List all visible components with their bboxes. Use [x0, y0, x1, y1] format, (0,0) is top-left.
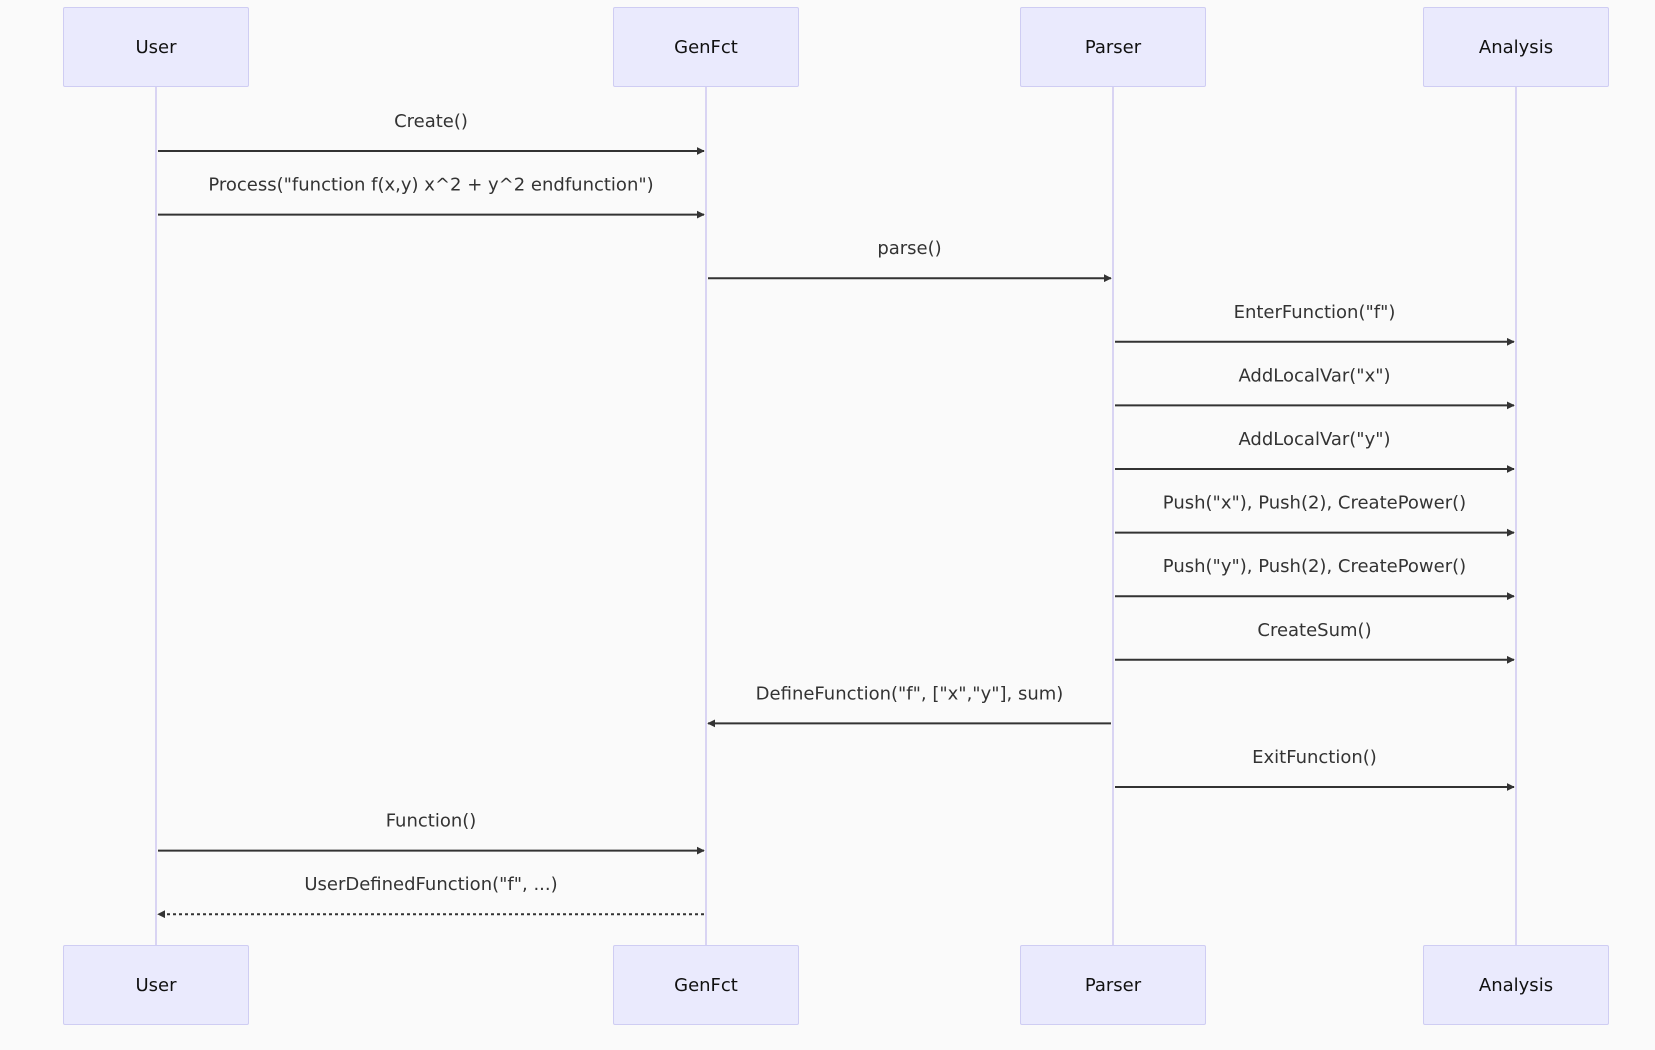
message-label: Process("function f(x,y) x^2 + y^2 endfu… — [208, 175, 653, 196]
message-label: DefineFunction("f", ["x","y"], sum) — [756, 683, 1064, 704]
actor-analysis-top: Analysis — [1423, 7, 1609, 87]
message-label: Create() — [394, 111, 468, 132]
message-label: Push("y"), Push(2), CreatePower() — [1163, 556, 1466, 577]
message-label: CreateSum() — [1257, 620, 1371, 641]
message-label: Push("x"), Push(2), CreatePower() — [1163, 493, 1466, 514]
actor-parser-bottom: Parser — [1020, 945, 1206, 1025]
message-label: Function() — [386, 811, 477, 832]
actor-genfct-bottom: GenFct — [613, 945, 799, 1025]
actor-genfct-top: GenFct — [613, 7, 799, 87]
message-label: AddLocalVar("y") — [1238, 429, 1390, 450]
actor-parser-top: Parser — [1020, 7, 1206, 87]
actor-analysis-bottom: Analysis — [1423, 945, 1609, 1025]
message-label: UserDefinedFunction("f", ...) — [304, 874, 557, 895]
actor-user-top: User — [63, 7, 249, 87]
message-label: EnterFunction("f") — [1234, 302, 1396, 323]
actor-user-bottom: User — [63, 945, 249, 1025]
message-label: AddLocalVar("x") — [1238, 365, 1390, 386]
message-label: parse() — [877, 238, 941, 259]
message-label: ExitFunction() — [1252, 747, 1377, 768]
